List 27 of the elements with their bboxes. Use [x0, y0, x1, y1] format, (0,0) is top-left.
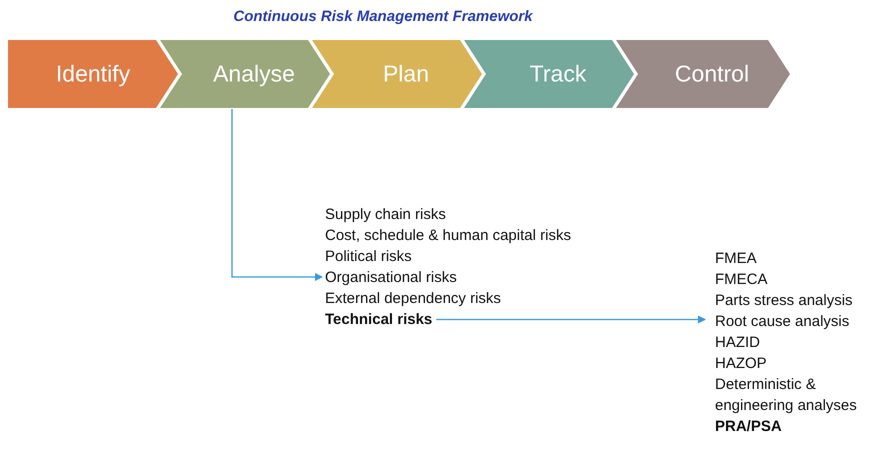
list-item: Deterministic & engineering analyses — [715, 375, 858, 416]
list-item: PRA/PSA — [715, 417, 783, 437]
chevron-step — [464, 40, 634, 108]
chevron-step — [312, 40, 482, 108]
list-item: Technical risks — [325, 310, 432, 330]
arrow — [231, 109, 323, 281]
list-item: Supply chain risks — [325, 205, 447, 225]
step-label: Identify — [54, 60, 132, 88]
list-item: Political risks — [325, 247, 413, 267]
list-item: FMECA — [715, 270, 768, 290]
list-item: Cost, schedule & human capital risks — [325, 226, 571, 246]
arrow — [436, 316, 706, 324]
list-item: External dependency risks — [325, 289, 502, 309]
step-label: Analyse — [212, 60, 296, 88]
chevron-step — [160, 40, 330, 108]
list-item: Root cause analysis — [715, 312, 850, 332]
step-label: Track — [528, 60, 588, 88]
list-item: Parts stress analysis — [715, 291, 854, 311]
diagram-title: Continuous Risk Management Framework — [232, 8, 534, 25]
chevron-step — [8, 40, 178, 108]
step-label: Plan — [382, 60, 430, 88]
chevron-step — [616, 40, 790, 108]
list-item: Organisational risks — [325, 268, 458, 288]
list-item: HAZID — [715, 333, 761, 353]
list-item: FMEA — [715, 249, 758, 269]
step-label: Control — [674, 60, 750, 88]
list-item: HAZOP — [715, 354, 768, 374]
